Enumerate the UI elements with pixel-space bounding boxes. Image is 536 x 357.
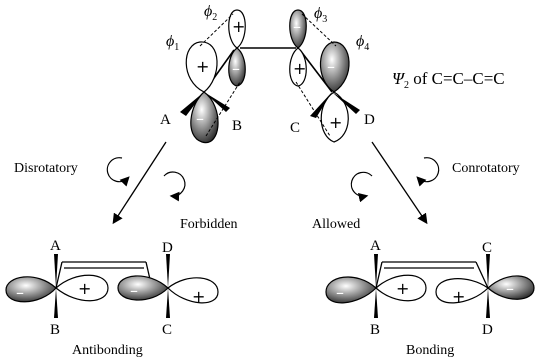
dash-phi3-phi4-upper	[301, 13, 337, 47]
top-label-C: C	[290, 120, 300, 136]
lobe-right-shaded	[117, 275, 169, 301]
bonding-label: Bonding	[406, 343, 454, 357]
rotation-cw-icon	[163, 171, 186, 202]
lobe-left-shaded	[5, 276, 57, 303]
bl-label-D: D	[162, 240, 173, 256]
antibonding-label: Antibonding	[72, 343, 143, 357]
phi2-orbital	[228, 9, 246, 87]
conrotatory-label: Conrotatory	[452, 161, 520, 176]
bonding-minus-right: –	[506, 279, 514, 298]
antibonding-plus-left: +	[78, 279, 91, 298]
phi4-minus-sign: –	[327, 57, 335, 76]
bonding-product: – + + – A B C D Bonding	[325, 238, 535, 357]
phi1-plus-sign: +	[196, 57, 209, 76]
bonding-minus-left: –	[336, 283, 344, 302]
bonding-lobe-right-white	[435, 278, 489, 304]
antibonding-product: – + – + A B D C Antibonding	[5, 238, 219, 357]
bonding-plus-right: +	[452, 287, 465, 306]
phi2-label: ϕ2	[204, 3, 217, 23]
phi1-minus-sign: –	[196, 109, 204, 128]
top-label-D: D	[364, 112, 375, 128]
butadiene-psi2: + – + – – + – + ϕ1 ϕ2 ϕ3 ϕ4 A B C D Ψ2 o…	[160, 3, 505, 144]
psi2-label: Ψ2 of C=C–C=C	[392, 69, 505, 91]
phi3-minus-sign: –	[293, 17, 301, 36]
bonding-lobe-left-white	[375, 274, 427, 302]
antibonding-minus-right: –	[130, 281, 138, 300]
top-label-A: A	[160, 112, 171, 128]
phi3-orbital	[289, 9, 307, 87]
disrotatory-label: Disrotatory	[14, 161, 78, 176]
rotation-ccw-icon-right-lower	[350, 171, 373, 203]
phi4-label: ϕ4	[356, 33, 369, 53]
dash-phi3-phi4-lower	[295, 81, 331, 137]
phi1-orbital	[185, 41, 219, 144]
antibonding-plus-right: +	[192, 287, 205, 306]
phi2-plus-sign: +	[232, 17, 245, 36]
bl-label-C: C	[162, 322, 172, 338]
phi3-plus-sign: +	[293, 59, 306, 78]
disrotatory-arrow	[112, 141, 167, 225]
wedge-bond-C	[310, 92, 332, 118]
dash-phi1-phi2-upper	[199, 13, 234, 47]
bl-label-A: A	[50, 238, 61, 254]
wedge-bond-B	[204, 92, 230, 112]
bonding-lobe-right-shaded	[487, 275, 535, 300]
br-label-C: C	[482, 240, 492, 256]
conrotatory-arrow	[371, 141, 428, 225]
allowed-label: Allowed	[312, 217, 360, 232]
phi2-minus-sign: –	[232, 59, 240, 78]
lobe-left-white	[55, 274, 109, 302]
phi4-plus-sign: +	[329, 113, 342, 132]
br-label-A: A	[370, 238, 381, 254]
bonding-plus-left: +	[396, 279, 409, 298]
antibonding-minus-left: –	[16, 283, 24, 302]
bonding-lobe-left-shaded	[325, 276, 377, 304]
forbidden-label: Forbidden	[180, 217, 238, 232]
bl-label-B: B	[50, 322, 60, 338]
br-label-D: D	[482, 322, 493, 338]
br-label-B: B	[370, 322, 380, 338]
top-label-B: B	[232, 118, 242, 134]
rotation-cw-icon-right-upper	[416, 157, 440, 187]
rotation-ccw-icon	[106, 157, 130, 187]
reaction-arrows: Disrotatory Conrotatory Forbidden Allowe…	[14, 141, 520, 232]
wedge-bond-D	[332, 92, 360, 114]
phi3-label: ϕ3	[314, 5, 327, 25]
wedge-bond-A	[180, 92, 204, 116]
lobe-right-white	[167, 277, 219, 304]
phi1-label: ϕ1	[166, 33, 179, 53]
phi4-orbital	[319, 41, 350, 143]
